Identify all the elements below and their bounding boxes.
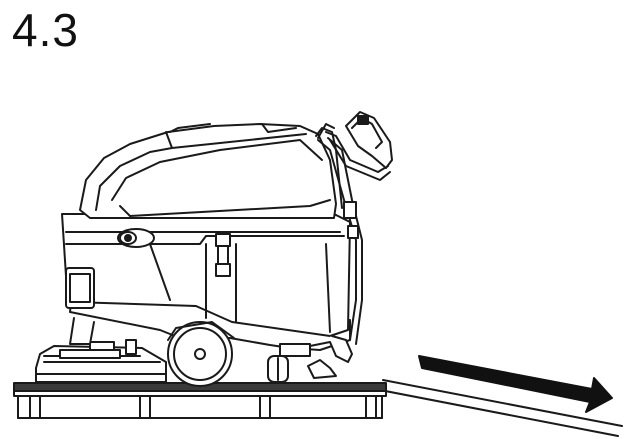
- hose-clamps: [215, 233, 231, 277]
- ramp: [379, 379, 623, 437]
- side-knob: [117, 228, 155, 248]
- movement-arrow: [418, 355, 613, 413]
- pallet: [13, 382, 387, 419]
- caster-wheel: [267, 343, 311, 383]
- scrubber-machine: [35, 111, 393, 387]
- squeegee: [307, 335, 353, 379]
- top-hood: [79, 123, 343, 219]
- rear-wheel: [167, 321, 235, 387]
- scrub-deck: [35, 339, 167, 383]
- control-handle: [317, 111, 393, 345]
- step-number: 4.3: [12, 4, 79, 56]
